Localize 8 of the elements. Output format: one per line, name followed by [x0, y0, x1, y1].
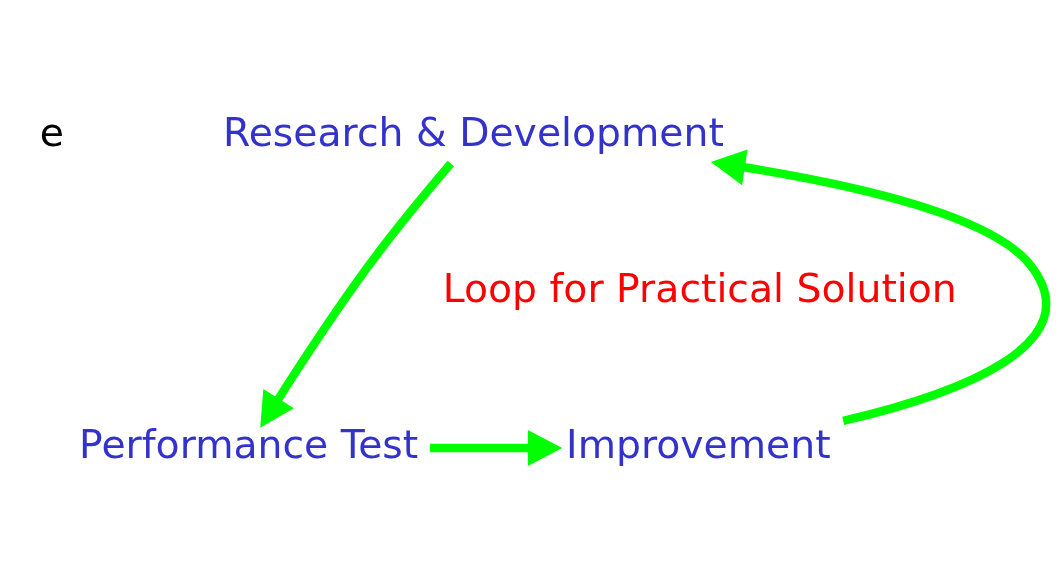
- label: Loop for Practical Solution: [442, 264, 957, 311]
- arrow: [710, 149, 1050, 425]
- node-text: Research & Development: [223, 108, 724, 155]
- arrow: [430, 429, 563, 466]
- arrow: [260, 160, 454, 428]
- node-text: Improvement: [566, 420, 831, 467]
- label: e: [39, 108, 65, 155]
- node-text: Performance Test: [79, 420, 419, 467]
